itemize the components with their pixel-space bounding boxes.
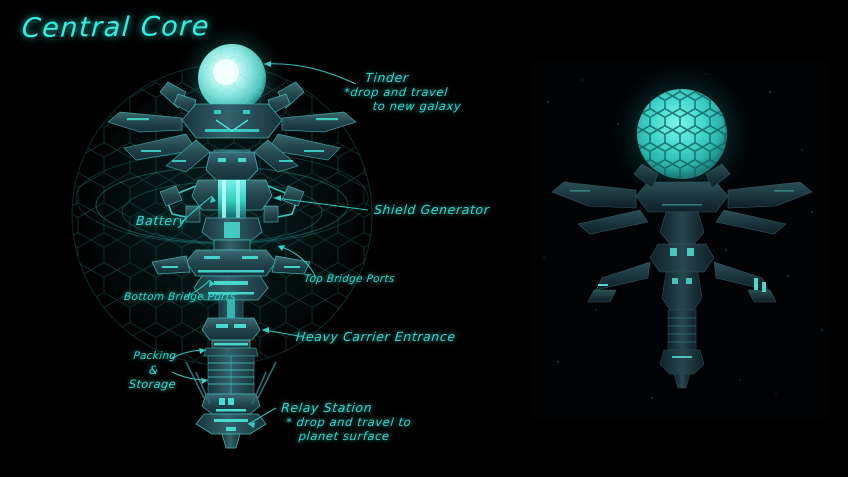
leader-tinder bbox=[263, 63, 357, 85]
annotation-tinder-label: Tinder bbox=[364, 70, 410, 85]
shield-generator-lights bbox=[218, 158, 246, 162]
upper-wings bbox=[107, 111, 357, 173]
annotation-packing-line3: Storage bbox=[128, 377, 177, 391]
annotation-packing-line1: Packing bbox=[132, 350, 177, 362]
leader-bottom-bridge-ports bbox=[183, 279, 211, 299]
render-upper-structure bbox=[551, 163, 813, 235]
annotation-heavy-carrier-entrance-label: Heavy Carrier Entrance bbox=[295, 329, 457, 344]
annotation-tinder-note2: to new galaxy bbox=[372, 99, 462, 113]
leader-shield-generator bbox=[273, 197, 369, 211]
upper-hub bbox=[181, 103, 283, 139]
central-core-structure bbox=[107, 20, 357, 449]
page-title: Central Core bbox=[21, 11, 211, 44]
annotation-battery-label: Battery bbox=[135, 213, 188, 228]
battery-core bbox=[218, 180, 246, 218]
top-bridge-lights bbox=[162, 256, 300, 273]
render-lower-lights bbox=[598, 278, 766, 292]
render-panel bbox=[530, 62, 830, 418]
render-upper-lights bbox=[570, 190, 794, 206]
annotation-leader-lines bbox=[171, 61, 369, 428]
annotation-relay-note1: * drop and travel to bbox=[285, 415, 412, 429]
annotation-shield-generator: Shield Generator bbox=[373, 202, 490, 217]
tinder-support-arms bbox=[159, 81, 305, 115]
annotation-relay-note2: planet surface bbox=[298, 429, 391, 443]
annotation-top-bridge-ports-label: Top Bridge Ports bbox=[303, 273, 396, 285]
render-spine-ribs bbox=[668, 317, 696, 343]
antennae bbox=[185, 361, 277, 405]
annotation-bottom-bridge-ports: Bottom Bridge Ports bbox=[123, 291, 237, 304]
annotation-shield-generator-label: Shield Generator bbox=[373, 202, 491, 217]
annotation-packing-storage: Packing & Storage bbox=[128, 350, 179, 391]
diagram-illustration bbox=[71, 20, 373, 449]
annotation-bottom-bridge-ports-label: Bottom Bridge Ports bbox=[123, 291, 237, 303]
annotation-relay-station: Relay Station * drop and travel to plane… bbox=[278, 400, 413, 443]
annotation-top-bridge-ports: Top Bridge Ports bbox=[303, 273, 396, 286]
leader-battery bbox=[181, 195, 213, 223]
annotation-battery: Battery bbox=[135, 213, 187, 228]
annotation-tinder-note1: *drop and travel bbox=[343, 85, 449, 99]
relay-station-module bbox=[195, 413, 267, 449]
render-mid-structure bbox=[649, 211, 715, 273]
render-illustration bbox=[530, 62, 830, 418]
leader-relay-station bbox=[247, 407, 277, 425]
annotation-relay-station-label: Relay Station bbox=[280, 400, 374, 415]
render-mid-lights bbox=[670, 248, 694, 256]
annotation-heavy-carrier-entrance: Heavy Carrier Entrance bbox=[295, 329, 456, 344]
diagram-panel: Tinder *drop and travel to new galaxy Sh… bbox=[71, 20, 490, 449]
annotation-tinder: Tinder *drop and travel to new galaxy bbox=[343, 70, 464, 113]
annotation-packing-line2: & bbox=[148, 363, 159, 377]
upper-wing-lights bbox=[127, 118, 338, 162]
